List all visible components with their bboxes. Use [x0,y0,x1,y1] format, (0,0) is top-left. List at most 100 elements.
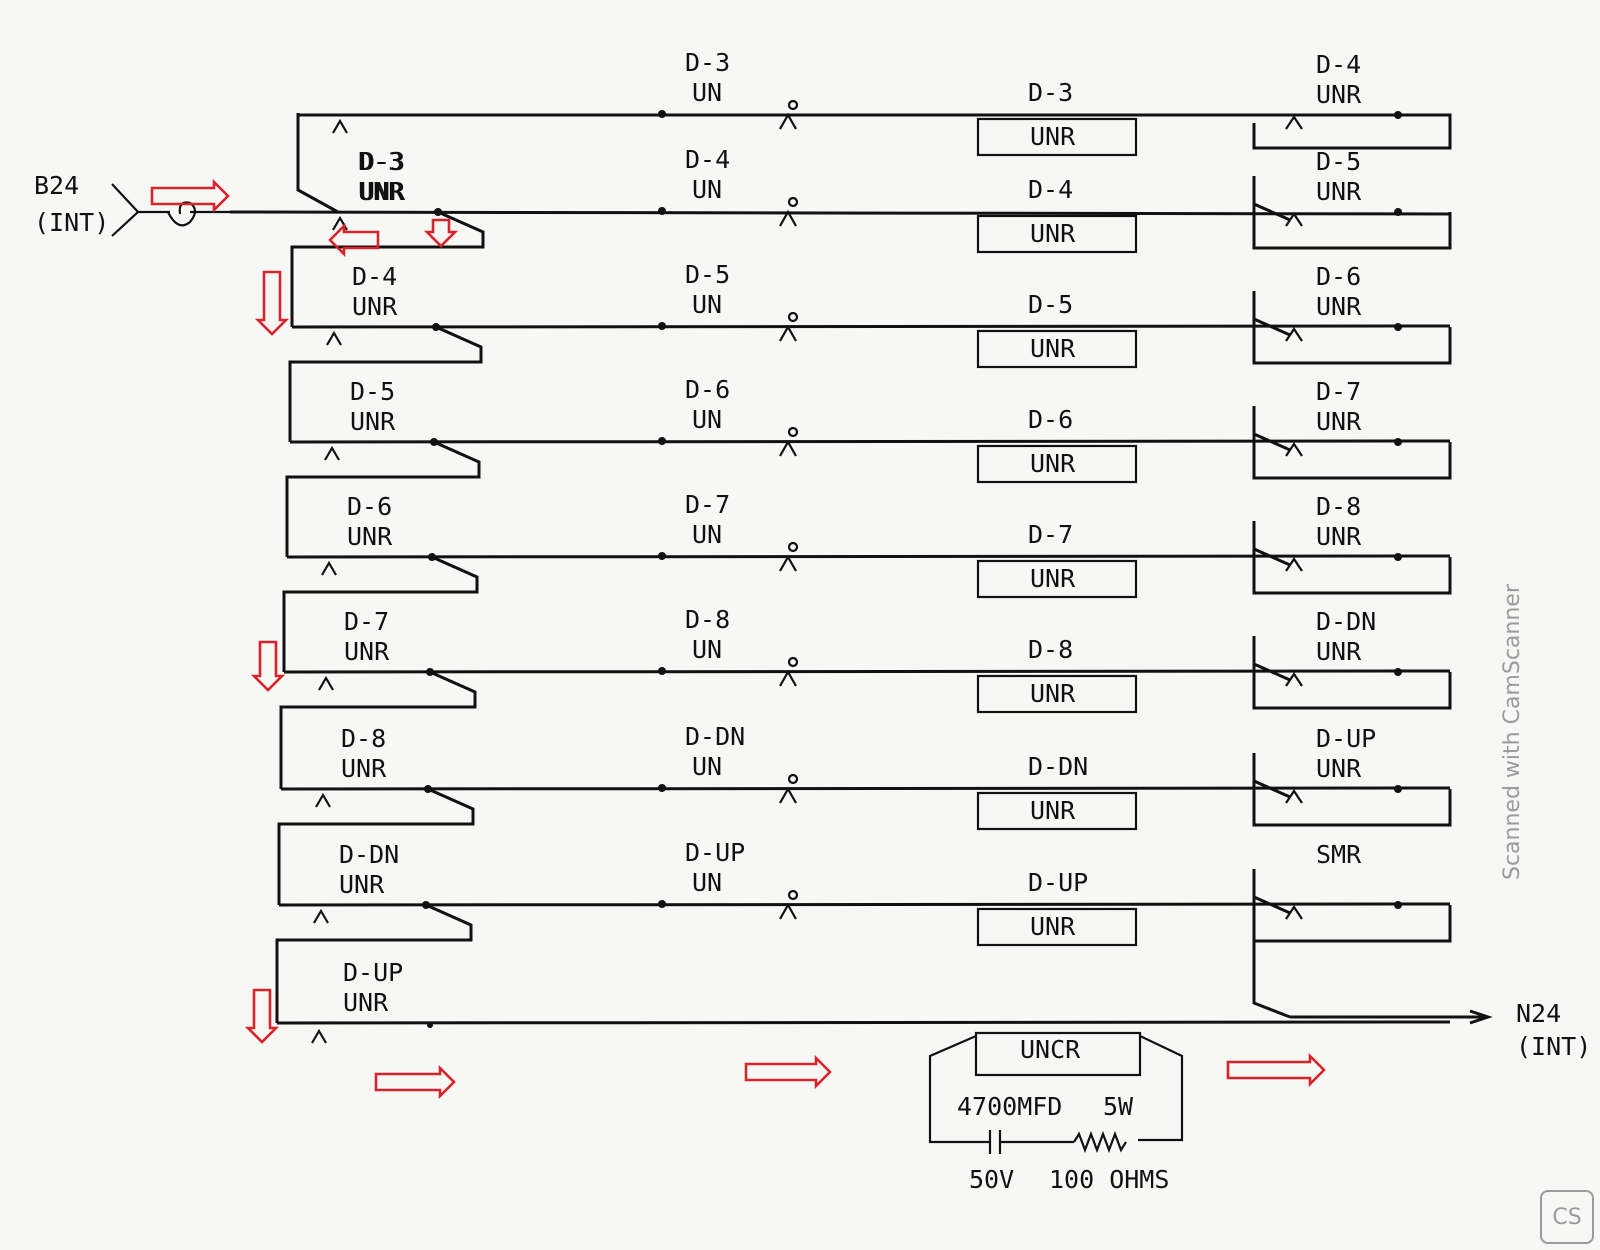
rung-2-un-contact [779,209,797,227]
scanner-watermark: Scanned with CamScanner [1500,584,1525,880]
rung-8-coil [976,907,1138,947]
rung-4-right-sub: UNR [1316,407,1362,436]
rung-3-coil-sub: UNR [1030,334,1076,363]
rung-2-coil [976,214,1138,254]
rung-6-mid-label: D-8 [685,605,730,634]
rung-6-left-label: D-7 [344,607,389,636]
rung-6-right-contact [1285,672,1303,687]
rung-7-left-drop [279,670,477,789]
rung-8-un-contact [779,902,797,920]
rung-7-left-contact [315,792,331,808]
flow-arrow-bottom-3 [1226,1052,1326,1088]
rung-7-left-label: D-8 [341,724,386,753]
resistor-value-label: 100 OHMS [1049,1165,1169,1194]
rung-7-coil-sub: UNR [1030,796,1076,825]
rung-4-right-knee [1252,406,1291,452]
rung-9-left-label: D-UP [343,958,403,987]
rung-5-right-sub: UNR [1316,522,1362,551]
rung-6-right-node [1394,668,1402,676]
rung-3-left-contact [326,330,342,346]
rung-6-coil-sub: UNR [1030,679,1076,708]
rung-5-mid-node [658,552,666,560]
uncr-right-lead [1138,1035,1184,1142]
rung-8-coil-label: D-UP [1028,868,1088,897]
rung-5-coil-sub: UNR [1030,564,1076,593]
rung-7-coil-label: D-DN [1028,752,1088,781]
rung-9-wire [276,1020,1451,1025]
source-label: B24 [34,171,79,200]
rung-4-mid-node [658,437,666,445]
uncr-relay-label: UNCR [1020,1035,1081,1064]
rung-8-un-contact-pin [787,889,799,901]
rung-7-un-contact [779,786,797,804]
rung-8-mid-label: D-UP [685,838,745,867]
rung-4-right-return [1252,406,1452,480]
rung-8-mid-node [658,900,666,908]
rung-1-mid-sub: UN [692,78,722,107]
rung-9-left-contact [311,1028,327,1044]
rung-3-mid-node [658,322,666,330]
camscanner-logo: CS [1540,1190,1594,1244]
rung-9-junction [427,1022,433,1028]
rung-2-wire [229,210,1451,216]
rung-1-coil-label: D-3 [1028,78,1073,107]
rung-5-mid-label: D-7 [685,490,730,519]
rung-1-un-contact-pin [787,99,799,111]
rung-1-coil-sub: UNR [1030,122,1076,151]
flow-arrow-down-3 [250,640,286,692]
rung-4-left-drop [288,325,483,442]
rung-1-right-contact [1285,115,1303,130]
rung-4-right-contact [1285,442,1303,457]
rung-3-right-contact [1285,327,1303,342]
rung-5-left-drop [285,440,481,557]
rung-3-un-contact-pin [787,311,799,323]
rung-7-right-label: D-UP [1316,724,1376,753]
rung-1-mid-node [658,110,666,118]
rung-2-coil-sub: UNR [1030,219,1076,248]
rung-7-mid-label: D-DN [685,722,745,751]
rung-5-un-contact [779,554,797,572]
rung-4-coil [976,444,1138,484]
capacitor-value-label: 4700MFD [957,1092,1062,1121]
flow-arrow-down-1 [423,218,459,248]
rung-2-junction [434,208,442,216]
rung-2-un-contact-pin [787,196,799,208]
uncr-relay-coil [974,1031,1142,1077]
rung-7-right-sub: UNR [1316,754,1362,783]
rung-1-left-contact [332,118,348,134]
rung-4-left-label: D-5 [350,377,395,406]
rung-8-left-sub: UNR [339,870,385,899]
rung-3-mid-label: D-5 [685,260,730,289]
rung-7-right-return [1252,753,1452,827]
rung-7-right-node [1394,785,1402,793]
rung-3-left-label: D-4 [352,262,397,291]
rung-1-wire [298,113,1452,150]
rung-8-right-label: SMR [1316,840,1362,869]
rung-6-right-return [1252,636,1452,710]
rung-2-right-sub: UNR [1316,177,1362,206]
rung-2-right-node [1394,208,1402,216]
flow-arrow-down-2 [254,270,290,336]
capacitor-symbol [988,1130,1002,1154]
rung-8-right-return [1252,869,1452,943]
rung-3-left-sub: UNR [352,292,398,321]
rung-5-right-return [1252,521,1452,595]
rung-6-mid-node [658,667,666,675]
rung-1-left-label: D-3 [360,147,405,176]
rung-5-right-node [1394,553,1402,561]
flow-arrow-bottom-1 [374,1064,456,1100]
rung-5-junction [428,553,436,561]
rung-8-right-contact [1285,905,1303,920]
rung-4-right-node [1394,438,1402,446]
rung-8-right-knee [1252,869,1291,915]
rung-2-right-contact [1285,212,1303,227]
rung-4-junction [430,438,438,446]
rung-3-coil-label: D-5 [1028,290,1073,319]
source-terminal [111,183,140,237]
rung-7-junction [424,785,432,793]
rung-5-coil [976,559,1138,599]
fuse-loop [167,201,197,227]
rung-4-right-label: D-7 [1316,377,1361,406]
rung-1-right-sub: UNR [1316,80,1362,109]
